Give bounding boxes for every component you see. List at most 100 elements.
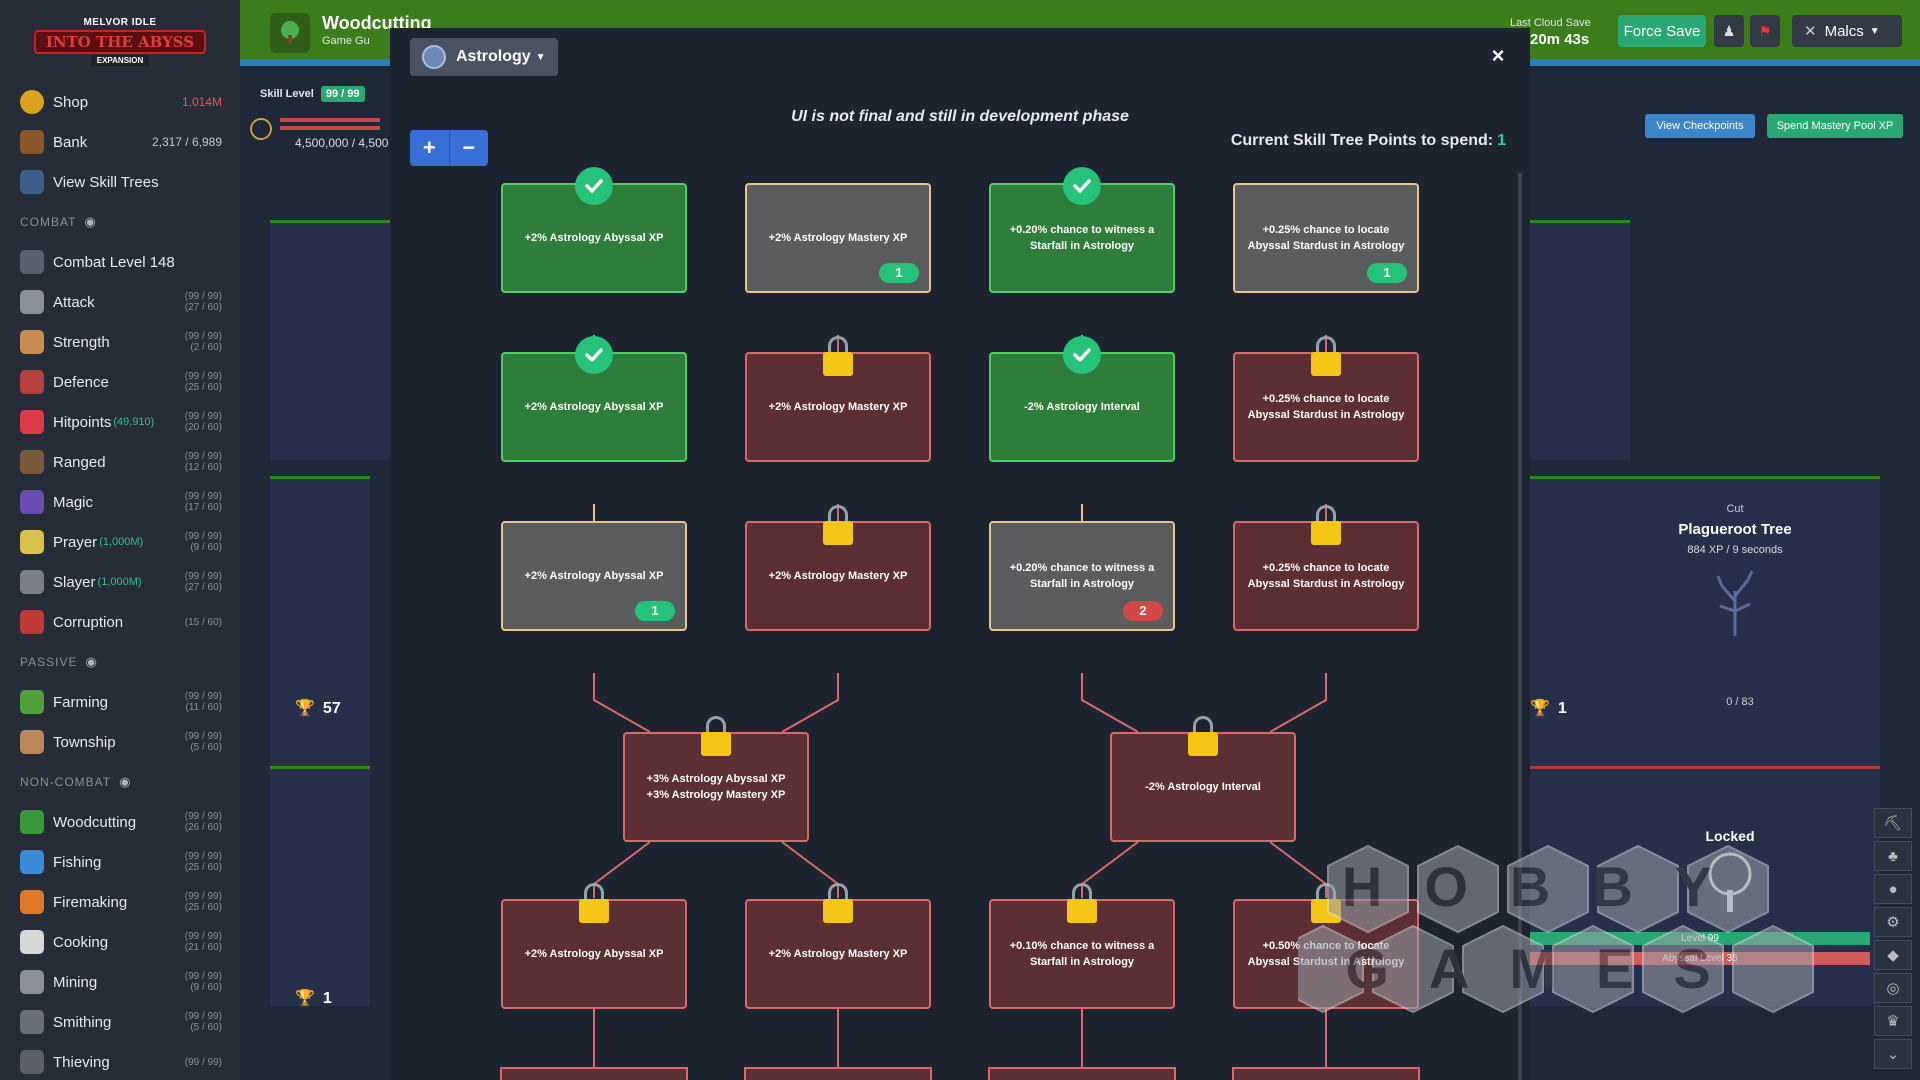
tree-node-c3[interactable]: +0.20% chance to witness a Starfall in A… (989, 521, 1175, 631)
sidebar-item-corruption[interactable]: Corruption(15 / 60) (0, 602, 240, 642)
tree-node-m1[interactable]: +3% Astrology Abyssal XP +3% Astrology M… (623, 716, 809, 842)
sidebar-item-township[interactable]: Township(99 / 99)(5 / 60) (0, 722, 240, 762)
tree-node-label: +0.25% chance to locate Abyssal Stardust… (1247, 393, 1405, 421)
abyssal-level: (27 / 60) (184, 302, 222, 313)
modal-scrollbar[interactable] (1518, 173, 1522, 1080)
logo-line3: EXPANSION (90, 54, 150, 66)
skill-level: (99 / 99) (184, 851, 222, 862)
tree-node-label: +0.20% chance to witness a Starfall in A… (1009, 562, 1155, 590)
sidebar-header-passive: PASSIVE ◉ (0, 642, 240, 682)
axe-icon[interactable]: ⛏ (1874, 808, 1912, 838)
sidebar-item-label: Smithing (53, 1013, 112, 1031)
sidebar-item-bank[interactable]: Bank 2,317 / 6,989 (0, 122, 240, 162)
sidebar-item-smithing[interactable]: Smithing(99 / 99)(5 / 60) (0, 1002, 240, 1042)
sidebar-item-strength[interactable]: Strength(99 / 99)(2 / 60) (0, 322, 240, 362)
sidebar-item-thieving[interactable]: Thieving(99 / 99) (0, 1042, 240, 1080)
game-guide-link[interactable]: Game Gu (322, 35, 370, 47)
trophy-icon: 🏆 (1530, 700, 1550, 717)
sidebar-header-non-combat: NON-COMBAT ◉ (0, 762, 240, 802)
abyssal-level: (26 / 60) (184, 822, 222, 833)
sidebar-item-hitpoints[interactable]: Hitpoints(49,910)(99 / 99)(20 / 60) (0, 402, 240, 442)
sidebar-item-ranged[interactable]: Ranged(99 / 99)(12 / 60) (0, 442, 240, 482)
gear-icon[interactable]: ⚙ (1874, 907, 1912, 937)
bank-chest-icon (20, 130, 44, 154)
tree-node-c5[interactable]: +0.10% chance to witness a Starfall in A… (989, 883, 1175, 1009)
tree-node-b2[interactable]: +2% Astrology Mastery XP (745, 336, 931, 462)
skill-level: (99 / 99) (184, 691, 222, 702)
eye-icon[interactable]: ◉ (119, 774, 132, 789)
eye-icon[interactable]: ◉ (85, 654, 98, 669)
sidebar-item-label: Magic (53, 493, 94, 511)
profile-dropdown[interactable]: ✕ Malcs ▼ (1792, 15, 1902, 47)
tree-node-a2[interactable]: +2% Astrology Abyssal XP (501, 336, 687, 462)
sidebar-item-defence[interactable]: Defence(99 / 99)(25 / 60) (0, 362, 240, 402)
sidebar-item-shop[interactable]: Shop 1,014M (0, 82, 240, 122)
connector (1269, 673, 1327, 733)
sidebar-item-mining[interactable]: Mining(99 / 99)(9 / 60) (0, 962, 240, 1002)
woodcutting-tree-icon (270, 13, 310, 53)
tree-node-partial[interactable] (500, 1067, 688, 1080)
pickaxe-icon (20, 970, 44, 994)
abyssal-level: (21 / 60) (184, 942, 222, 953)
sidebar-item-firemaking[interactable]: Firemaking(99 / 99)(25 / 60) (0, 882, 240, 922)
zoom-out-button[interactable]: − (462, 135, 476, 160)
sidebar-item-view-skill-trees[interactable]: View Skill Trees (0, 162, 240, 202)
game-logo[interactable]: MELVOR IDLE INTO THE ABYSS EXPANSION (0, 0, 240, 82)
view-checkpoints-button[interactable]: View Checkpoints (1645, 114, 1755, 138)
points-label: Current Skill Tree Points to spend: (1230, 132, 1494, 149)
sidebar-item-attack[interactable]: Attack(99 / 99)(27 / 60) (0, 282, 240, 322)
cat-icon[interactable]: ◆ (1874, 940, 1912, 970)
tree-node-d1[interactable]: +0.25% chance to locate Abyssal Stardust… (1233, 183, 1419, 293)
checkmark-icon (1063, 167, 1101, 205)
spend-mastery-pool-button[interactable]: Spend Mastery Pool XP (1767, 114, 1903, 138)
tree-panel-plagueroot[interactable] (1530, 476, 1880, 766)
chevron-down-icon[interactable]: ⌄ (1874, 1039, 1912, 1069)
sidebar-item-cooking[interactable]: Cooking(99 / 99)(21 / 60) (0, 922, 240, 962)
sidebar-item-woodcutting[interactable]: Woodcutting(99 / 99)(26 / 60) (0, 802, 240, 842)
sidebar-item-magic[interactable]: Magic(99 / 99)(17 / 60) (0, 482, 240, 522)
sidebar-item-combat-level-148[interactable]: Combat Level 148 (0, 242, 240, 282)
close-button[interactable]: × (1491, 43, 1505, 68)
medal-icon[interactable]: ◎ (1874, 973, 1912, 1003)
skill-level: (15 / 60) (184, 616, 222, 628)
potion-icon[interactable]: ♟ (1714, 15, 1744, 47)
tree-node-d3[interactable]: +0.25% chance to locate Abyssal Stardust… (1233, 505, 1419, 631)
tree-node-c1[interactable]: +0.20% chance to witness a Starfall in A… (989, 167, 1175, 293)
sidebar-item-farming[interactable]: Farming(99 / 99)(11 / 60) (0, 682, 240, 722)
tree-node-a5[interactable]: +2% Astrology Abyssal XP (501, 883, 687, 1009)
sidebar-item-fishing[interactable]: Fishing(99 / 99)(25 / 60) (0, 842, 240, 882)
tree-node-d5[interactable]: +0.50% chance to locate Abyssal Stardust… (1233, 883, 1419, 1009)
force-save-button[interactable]: Force Save (1618, 15, 1706, 47)
gamemode-flag-icon[interactable]: ⚑ (1750, 15, 1780, 47)
padlock-icon (579, 883, 609, 925)
tree-node-b3[interactable]: +2% Astrology Mastery XP (745, 505, 931, 631)
bear-icon[interactable]: ● (1874, 874, 1912, 904)
skill-selector-dropdown[interactable]: Astrology ▼ (410, 38, 558, 76)
tree-panel[interactable] (270, 766, 370, 1006)
locked-label: Locked (1705, 828, 1755, 844)
tree-node-m2[interactable]: -2% Astrology Interval (1110, 716, 1296, 842)
heart-icon (20, 410, 44, 434)
tree-node-partial[interactable] (744, 1067, 932, 1080)
tree-node-c2[interactable]: -2% Astrology Interval (989, 336, 1175, 462)
skill-level-badge: 99 / 99 (320, 86, 365, 102)
forest-icon[interactable]: ♣ (1874, 841, 1912, 871)
tree-node-b5[interactable]: +2% Astrology Mastery XP (745, 883, 931, 1009)
anvil-icon (20, 1010, 44, 1034)
trophy-icon[interactable]: ♛ (1874, 1006, 1912, 1036)
tree-node-partial[interactable] (988, 1067, 1176, 1080)
skill-level: (99 / 99) (184, 571, 222, 582)
tree-panel[interactable] (270, 476, 370, 766)
sidebar-item-prayer[interactable]: Prayer(1,000M)(99 / 99)(9 / 60) (0, 522, 240, 562)
tree-xp: 884 XP / 9 seconds (1687, 544, 1783, 556)
padlock-icon (701, 716, 731, 758)
skill-level: (99 / 99) (184, 731, 222, 742)
tree-node-d2[interactable]: +0.25% chance to locate Abyssal Stardust… (1233, 336, 1419, 462)
tree-node-partial[interactable] (1232, 1067, 1420, 1080)
zoom-in-button[interactable]: + (410, 130, 450, 166)
eye-icon[interactable]: ◉ (84, 214, 97, 229)
sidebar-item-slayer[interactable]: Slayer(1,000M)(99 / 99)(27 / 60) (0, 562, 240, 602)
tree-node-a1[interactable]: +2% Astrology Abyssal XP (501, 167, 687, 293)
